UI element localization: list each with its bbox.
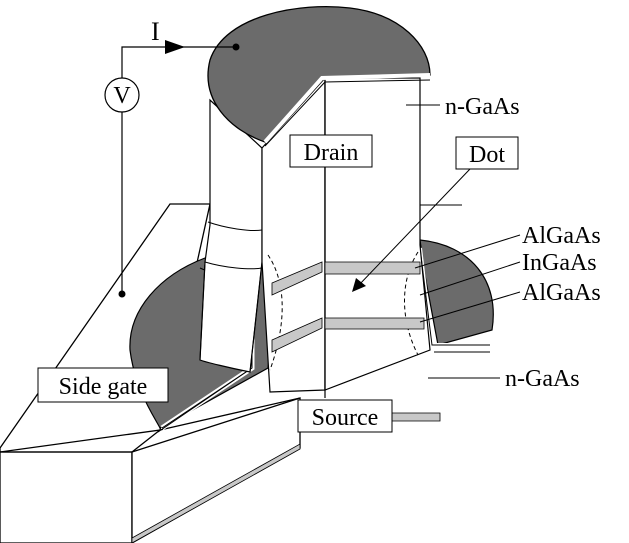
source-label-box bbox=[297, 399, 393, 433]
barrier-layer-bottom bbox=[271, 317, 425, 353]
barrier-layer-top bbox=[271, 261, 421, 296]
algaas-bottom-label: AlGaAs bbox=[522, 280, 601, 306]
current-label: I bbox=[151, 17, 160, 46]
side-gate-terminal bbox=[118, 290, 126, 298]
dot-region-right-outline bbox=[404, 251, 419, 356]
drain-contact-terminal bbox=[232, 43, 240, 51]
side-gate-metal-right bbox=[419, 239, 494, 346]
algaas-top-label: AlGaAs bbox=[522, 223, 601, 249]
voltage-label: V bbox=[113, 83, 131, 109]
base-front-left-face bbox=[0, 451, 133, 543]
dot-pointer-arrowhead bbox=[352, 278, 366, 292]
side-gate-label-box bbox=[37, 367, 169, 403]
n-gaas-top-label: n-GaAs bbox=[445, 94, 520, 120]
source-lead bbox=[389, 412, 441, 422]
dot-label: Dot bbox=[469, 142, 505, 168]
base-bottom-edge bbox=[131, 443, 301, 543]
dot-region-left-outline bbox=[267, 254, 283, 371]
side-gate-label: Side gate bbox=[59, 374, 148, 400]
current-arrow-icon bbox=[165, 40, 185, 54]
drain-label: Drain bbox=[304, 140, 359, 166]
ingaas-label: InGaAs bbox=[522, 250, 597, 276]
drain-top-contact bbox=[207, 5, 431, 143]
voltmeter bbox=[104, 77, 140, 113]
dot-label-box bbox=[455, 136, 519, 170]
measurement-circuit bbox=[121, 46, 236, 294]
drain-label-box bbox=[289, 134, 373, 168]
leader-lines bbox=[357, 104, 521, 379]
n-gaas-bottom-label: n-GaAs bbox=[505, 366, 580, 392]
source-label: Source bbox=[312, 405, 379, 431]
